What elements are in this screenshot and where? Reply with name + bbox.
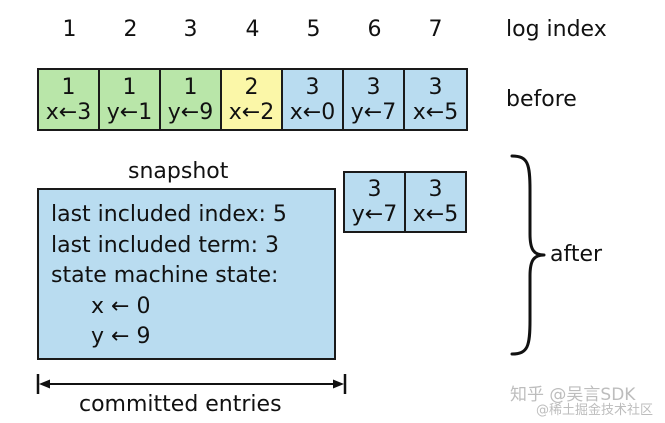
after-entry-6: 3 y←7 [343,171,406,233]
log-index-2: 2 [123,17,138,42]
entry-term: 3 [366,74,381,100]
state-y: y ← 9 [91,324,151,349]
entry-command: x←0 [289,99,336,125]
before-entry-1: 1 x←3 [37,68,100,131]
log-index-6: 6 [367,17,382,42]
log-index-4: 4 [245,17,260,42]
entry-term: 1 [183,74,198,100]
before-entry-3: 1 y←9 [159,68,222,131]
state-x: x ← 0 [91,293,151,319]
before-label: before [506,87,577,112]
last-included-index: last included index: 5 [51,202,287,227]
state-machine-label: state machine state: [51,263,279,288]
brace-path [510,154,546,356]
entry-term: 3 [367,177,382,202]
after-brace [510,154,546,356]
after-label: after [550,242,603,267]
entry-term: 1 [61,74,76,100]
before-entry-2: 1 y←1 [98,68,161,131]
entry-command: y←7 [351,202,398,227]
log-index-label: log index [506,17,607,42]
entry-term: 1 [122,74,137,100]
entry-command: x←2 [228,99,275,125]
log-index-1: 1 [62,17,77,42]
entry-command: x←5 [412,99,459,125]
entry-command: x←3 [45,99,92,125]
entry-command: y←1 [106,99,153,125]
watermark-line2: @稀土掘金技术社区 [536,403,654,418]
committed-span [36,374,347,394]
entry-command: y←9 [167,99,214,125]
span-left-arrow [39,379,50,389]
entry-term: 3 [428,74,443,100]
log-index-5: 5 [306,17,321,42]
after-entry-7: 3 x←5 [404,171,467,233]
entry-command: y←7 [350,99,397,125]
before-entry-7: 3 x←5 [403,68,468,131]
entry-command: x←5 [412,202,459,227]
last-included-term: last included term: 3 [51,232,279,258]
span-right-arrow [333,379,344,389]
log-index-7: 7 [428,17,443,42]
before-entry-6: 3 y←7 [342,68,405,131]
entry-term: 3 [428,177,443,202]
log-index-3: 3 [183,17,198,42]
committed-label: committed entries [79,392,282,417]
before-entry-5: 3 x←0 [281,68,344,131]
watermark-line1: 知乎 @吴言SDK [510,385,636,405]
snapshot-box: last included index: 5 last included ter… [37,188,336,360]
before-entry-4: 2 x←2 [220,68,283,131]
entry-term: 3 [305,74,320,100]
entry-term: 2 [244,74,259,100]
snapshot-title: snapshot [128,159,229,184]
